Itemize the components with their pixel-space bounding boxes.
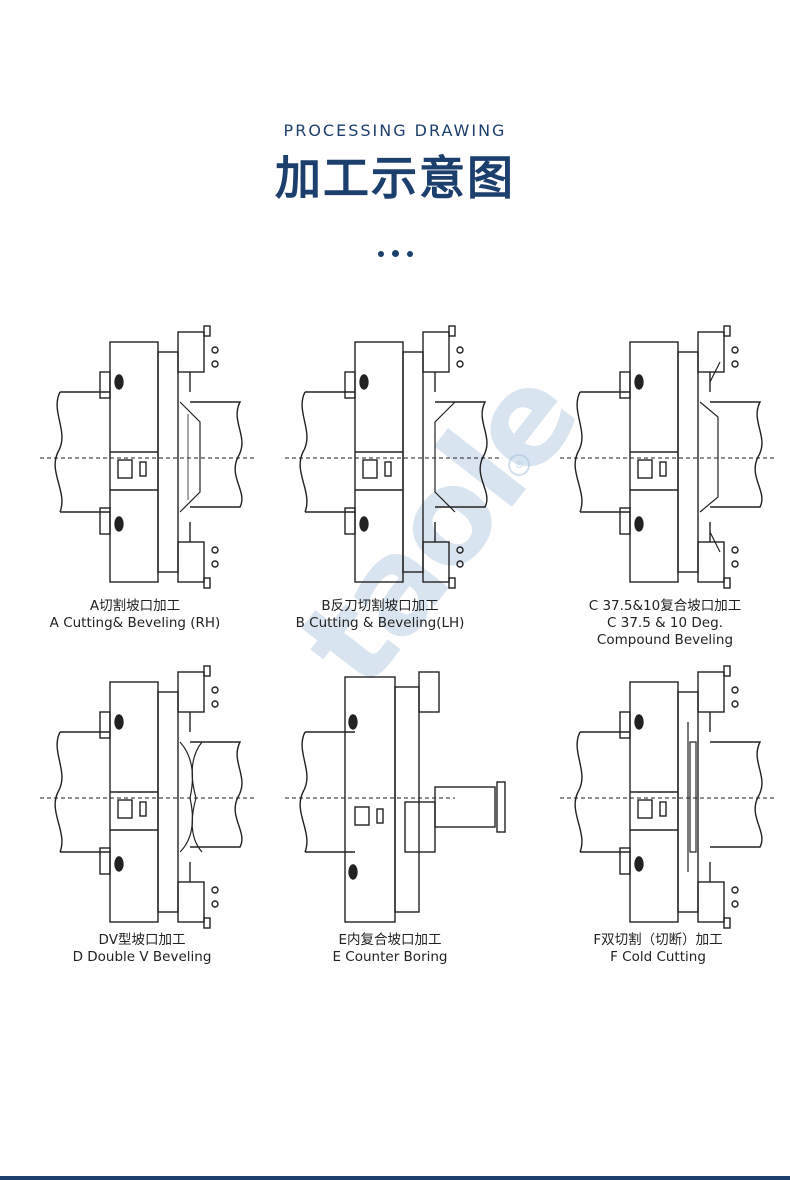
registered-mark: ® — [508, 454, 530, 476]
cutting-beveling-lh-drawing — [285, 325, 501, 589]
diagram-f — [560, 662, 790, 932]
caption-c-en: C 37.5 & 10 Deg. — [607, 615, 723, 631]
caption-e: E内复合坡口加工 E Counter Boring — [275, 932, 505, 966]
compound-beveling-drawing — [560, 325, 776, 589]
caption-a: A切割坡口加工 A Cutting& Beveling (RH) — [20, 598, 250, 632]
caption-a-en: A Cutting& Beveling (RH) — [49, 615, 221, 631]
caption-e-en: E Counter Boring — [332, 949, 448, 965]
caption-c-en-line2: Compound Beveling — [596, 632, 734, 648]
caption-c-zh: C 37.5&10复合坡口加工 — [588, 598, 742, 614]
diagram-a — [40, 322, 270, 592]
decorative-dots — [0, 242, 790, 261]
diagram-c — [560, 322, 790, 592]
caption-f-zh: F双切割（切断）加工 — [593, 932, 723, 948]
caption-f: F双切割（切断）加工 F Cold Cutting — [543, 932, 773, 966]
caption-d-en: D Double V Beveling — [72, 949, 212, 965]
caption-b-en: B Cutting & Beveling(LH) — [295, 615, 465, 631]
section-subtitle: PROCESSING DRAWING — [283, 121, 507, 140]
section-title: 加工示意图 — [275, 151, 515, 205]
counter-boring-drawing — [285, 671, 506, 923]
footer-bar — [0, 1176, 790, 1180]
caption-b: B反刀切割坡口加工 B Cutting & Beveling(LH) — [265, 598, 495, 632]
diagram-b — [285, 322, 515, 592]
double-v-beveling-drawing — [40, 665, 256, 929]
caption-e-zh: E内复合坡口加工 — [338, 932, 442, 948]
caption-f-en: F Cold Cutting — [610, 949, 706, 965]
caption-d: DV型坡口加工 D Double V Beveling — [27, 932, 257, 966]
caption-d-zh: DV型坡口加工 — [98, 932, 186, 948]
diagram-d — [40, 662, 270, 932]
diagram-e — [285, 662, 515, 932]
cutting-beveling-rh-drawing — [40, 325, 256, 589]
caption-a-zh: A切割坡口加工 — [89, 598, 181, 614]
caption-b-zh: B反刀切割坡口加工 — [321, 598, 439, 614]
cold-cutting-drawing — [560, 665, 776, 929]
caption-c: C 37.5&10复合坡口加工 C 37.5 & 10 Deg. Compoun… — [550, 598, 780, 649]
